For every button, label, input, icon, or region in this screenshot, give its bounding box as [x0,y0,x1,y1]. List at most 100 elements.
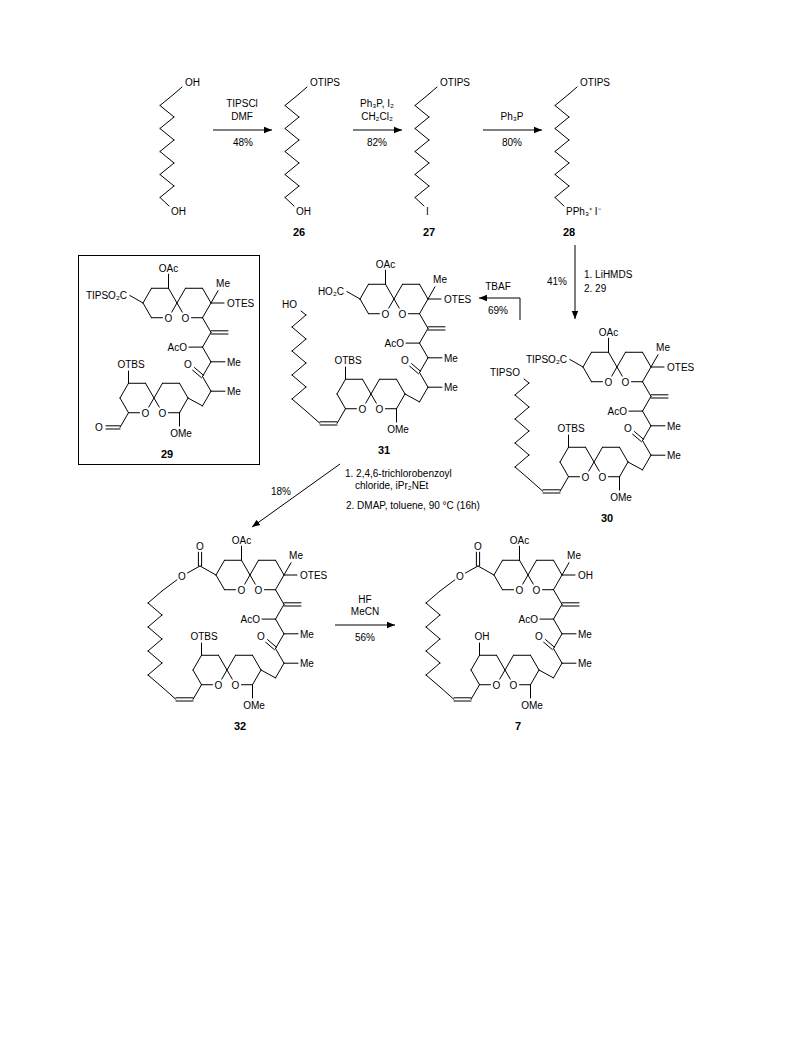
bond [285,106,299,118]
atom-label: O [623,423,633,434]
bond [568,435,569,447]
bond [285,117,299,129]
atom-label: HO [281,299,298,310]
bond [471,655,480,670]
bond [380,379,397,380]
atom-label: AcO [167,342,188,353]
atom-label: HO₂C [317,286,345,297]
atom-label: Me [299,628,315,639]
bond [148,615,162,627]
reagent-text: 1. LiHMDS [583,269,633,281]
bond [415,106,429,118]
bond [539,670,554,678]
atom-label: Me [566,550,582,561]
bond [554,619,563,634]
bond [426,651,440,663]
bond [500,670,506,680]
bond [429,87,437,94]
bond [651,355,658,367]
bond [203,391,212,406]
bond [276,590,285,605]
bond [555,140,569,152]
bond [169,412,180,413]
boxed-compound: OAcTIPSO₂COOMeOTESAcOMeOMeOTBSOOOMeO29 [78,255,260,465]
bond [515,395,529,407]
bond [464,566,478,574]
bond [253,655,262,670]
atom-label: OMe [386,424,410,435]
atom-label: OMe [169,428,193,439]
compound-number: 29 [160,449,174,460]
bond [543,589,554,590]
bond [554,649,563,664]
bond [216,560,225,575]
bond [211,334,228,335]
bond [200,566,216,575]
atom-label: Me [655,342,671,353]
bond [562,606,579,607]
bond [146,383,155,398]
yield-label: 48% [232,137,254,149]
atom-label: Me [577,658,593,669]
bond [242,684,253,685]
atom-label: OH [295,206,312,217]
bond [284,606,301,607]
bond [285,163,299,175]
atom-label: OTES [443,294,472,305]
bond [160,186,174,198]
atom-label: O [254,584,264,595]
bond [426,603,440,615]
bond [276,619,285,634]
bond [554,560,563,575]
bond [202,684,213,685]
bond-lines [405,72,480,242]
bond [428,299,441,300]
bond [454,697,471,698]
bond [284,633,298,634]
bond [555,163,569,175]
compound-number: 7 [514,721,522,732]
bond [262,619,276,620]
bond [396,409,397,422]
compound-number: 28 [562,227,576,238]
atom-label: Me [666,450,682,461]
atom-label: OAc [158,263,179,274]
bond [403,284,420,285]
bond [617,352,626,367]
bond [415,140,429,152]
bond [143,303,152,318]
bond [555,152,569,164]
bond [130,295,143,303]
bond [523,575,529,585]
atom-label: OTIPS [309,77,341,88]
bond [543,493,560,494]
atom-label: OTIPS [579,77,611,88]
atom-label: OH [474,631,491,642]
bond [203,303,212,318]
bond [560,462,569,477]
bond [284,575,297,576]
bond [186,288,203,289]
reagent-text: DMF [230,111,254,123]
bond [371,379,380,394]
atom-label: O [214,679,224,690]
atom-label: Me [226,386,242,397]
compound-structure: OHOH [150,72,210,242]
bond [276,634,285,649]
reagent-text: Ph₃P, I₂ [359,98,395,110]
bond [515,407,529,419]
bond [562,663,576,664]
bond [177,288,186,303]
bond [554,604,563,619]
bond [162,579,178,591]
bond [211,291,218,303]
bond [148,591,162,603]
bond [241,546,242,560]
bond [222,670,228,680]
bond [643,455,652,470]
bond [515,383,529,395]
bond [148,639,162,651]
bond [471,670,480,685]
bond [415,129,429,141]
bond [154,398,160,408]
